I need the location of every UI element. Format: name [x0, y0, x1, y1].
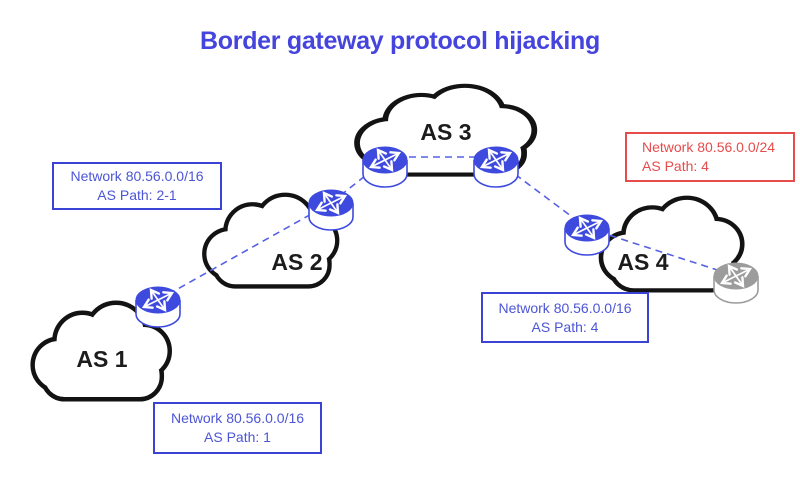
annotation-aspath-line: AS Path: 4 [531, 318, 599, 335]
annotation-aspath-line: AS Path: 4 [642, 158, 709, 174]
annotation-as4-advertisement: Network 80.56.0.0/16 AS Path: 4 [481, 292, 649, 343]
annotation-hijacked-advertisement: Network 80.56.0.0/24 AS Path: 4 [625, 132, 795, 182]
annotation-aspath-line: AS Path: 1 [204, 429, 271, 445]
as4-cloud-label: AS 4 [617, 249, 668, 275]
annotation-network-line: Network 80.56.0.0/16 [70, 168, 204, 185]
as3-left-router-icon [363, 147, 407, 187]
hijacker-router-icon [714, 263, 758, 303]
page-title: Border gateway protocol hijacking [200, 27, 600, 55]
annotation-as2-advertisement: Network 80.56.0.0/16 AS Path: 2-1 [52, 162, 222, 210]
as2-cloud-label: AS 2 [271, 249, 322, 275]
annotation-as1-origin: Network 80.56.0.0/16 AS Path: 1 [153, 402, 322, 454]
as2-router-icon [309, 190, 353, 230]
link-as1-as2 [157, 202, 332, 301]
annotation-aspath-line: AS Path: 2-1 [97, 187, 177, 203]
as4-router-icon [565, 215, 609, 255]
annotation-network-line: Network 80.56.0.0/16 [498, 299, 632, 316]
link-as4-hijacker [586, 227, 737, 277]
annotation-network-line: Network 80.56.0.0/24 [642, 139, 776, 156]
as1-cloud-label: AS 1 [76, 346, 127, 372]
as1-router-icon [136, 287, 180, 327]
as3-right-router-icon [474, 147, 518, 187]
annotation-network-line: Network 80.56.0.0/16 [170, 410, 305, 427]
as3-cloud-label: AS 3 [420, 119, 471, 145]
